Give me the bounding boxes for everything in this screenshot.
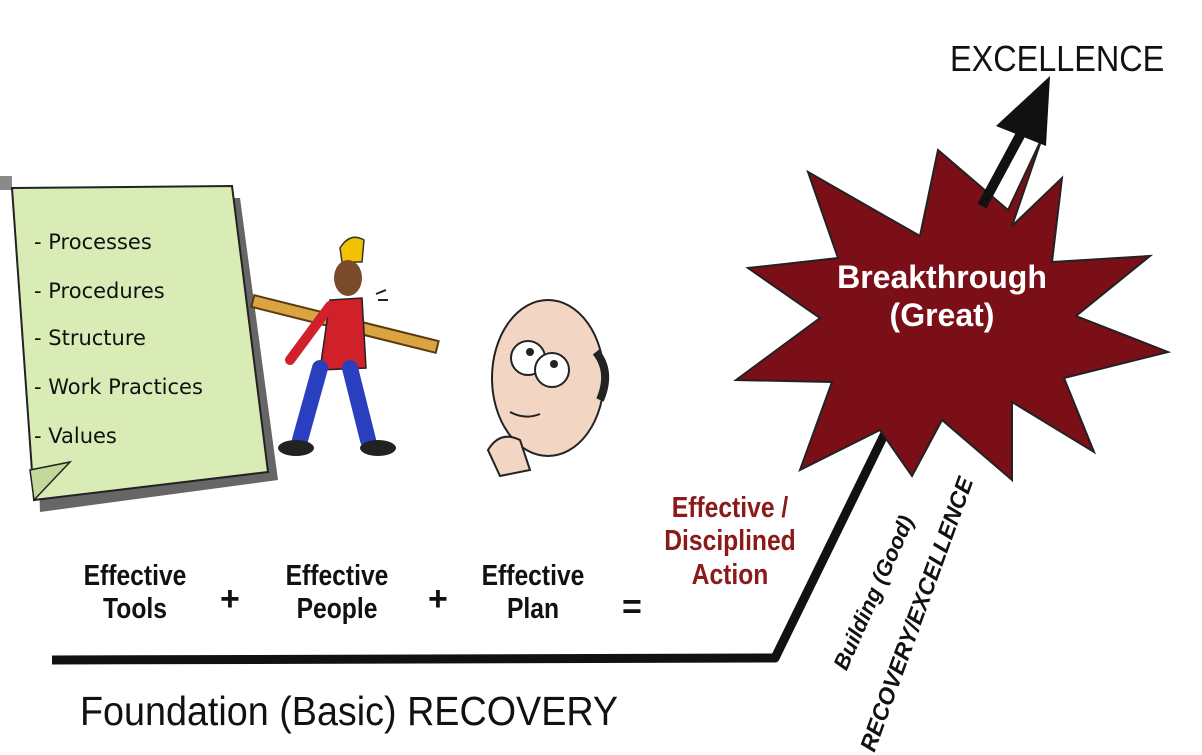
breakthrough-burst (733, 137, 1172, 483)
plus-operator: + (428, 580, 448, 618)
action-line1: Effective / (671, 492, 789, 524)
breakthrough-text: Breakthrough (Great) (812, 258, 1072, 335)
note-item: - Processes (34, 230, 152, 254)
slide-bullet (0, 176, 12, 190)
people-line1: Effective (285, 560, 389, 592)
note-item: - Procedures (34, 279, 165, 303)
note-item: - Values (34, 424, 117, 448)
action-line2: Disciplined (664, 525, 796, 558)
breakthrough-line1: Breakthrough (837, 259, 1047, 295)
effective-people-label: Effective People (273, 560, 401, 627)
tools-line1: Effective (83, 560, 187, 592)
excellence-label: EXCELLENCE (950, 38, 1165, 79)
worker-figure (250, 236, 440, 456)
plan-line2: Plan (506, 593, 560, 626)
plus-operator: + (220, 580, 240, 618)
note-page (10, 184, 278, 512)
plan-line1: Effective (481, 560, 585, 592)
foundation-label: Foundation (Basic) RECOVERY (80, 688, 619, 734)
note-item: - Work Practices (34, 375, 203, 399)
effective-plan-label: Effective Plan (469, 560, 597, 627)
breakthrough-line2: (Great) (889, 297, 995, 334)
equals-operator: = (622, 588, 642, 626)
action-line3: Action (691, 558, 769, 591)
thinking-head (486, 299, 610, 478)
excellence-arrow (977, 76, 1050, 209)
disciplined-action-label: Effective / Disciplined Action (658, 492, 803, 592)
effective-tools-label: Effective Tools (71, 560, 199, 627)
note-item: - Structure (34, 326, 146, 350)
people-line2: People (296, 593, 378, 626)
tools-line2: Tools (103, 593, 167, 626)
